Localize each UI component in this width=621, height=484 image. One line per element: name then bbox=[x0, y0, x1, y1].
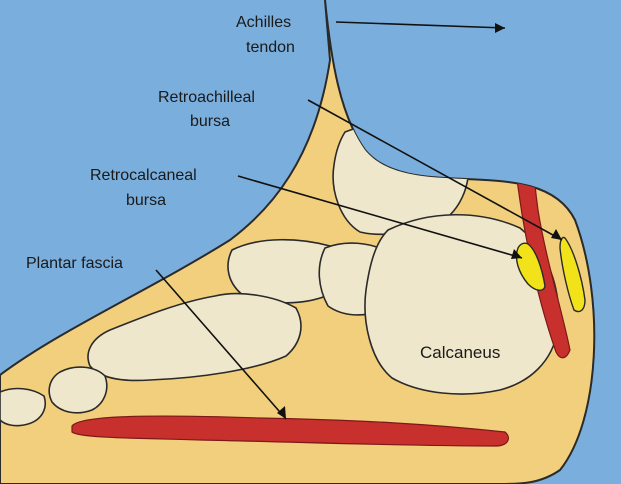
phalanx-proximal-bone bbox=[49, 367, 107, 413]
retroachilleal-label-line2: bursa bbox=[190, 112, 230, 131]
retrocalcaneal-label-line2: bursa bbox=[126, 191, 166, 210]
retrocalcaneal-label-line1: Retrocalcaneal bbox=[90, 166, 197, 185]
achilles-label-line1: Achilles bbox=[236, 13, 291, 32]
plantar-fascia-label: Plantar fascia bbox=[26, 254, 123, 273]
achilles-label-line2: tendon bbox=[246, 38, 295, 57]
retroachilleal-label-line1: Retroachilleal bbox=[158, 88, 255, 107]
calcaneus-label: Calcaneus bbox=[420, 343, 500, 362]
